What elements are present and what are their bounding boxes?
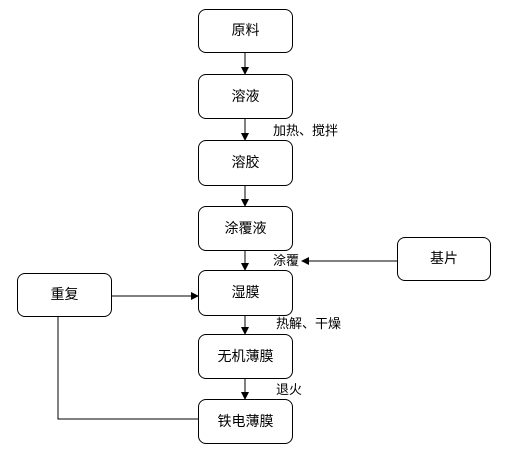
edge-label-coat: 涂覆	[273, 254, 300, 269]
node-sol: 溶胶	[198, 140, 293, 186]
node-repeat: 重复	[17, 273, 112, 317]
loop-ferroelectric-to-repeat	[57, 317, 198, 420]
node-ferroelectric-film: 铁电薄膜	[198, 399, 293, 444]
node-inorganic-film-label: 无机薄膜	[217, 348, 274, 365]
node-coating-liquid-label: 涂覆液	[224, 220, 267, 237]
node-substrate-label: 基片	[430, 251, 458, 267]
node-substrate: 基片	[397, 237, 491, 281]
edge-label-anneal: 退火	[276, 383, 303, 398]
node-coating-liquid: 涂覆液	[198, 206, 293, 251]
node-sol-label: 溶胶	[231, 155, 260, 171]
node-wet-film: 湿膜	[198, 270, 293, 316]
node-solution: 溶液	[198, 74, 293, 119]
node-wet-film-label: 湿膜	[231, 285, 260, 301]
edge-label-pyrolysis-dry: 热解、干燥	[276, 317, 342, 332]
node-solution-label: 溶液	[231, 88, 260, 105]
node-inorganic-film: 无机薄膜	[198, 334, 293, 379]
node-raw-material: 原料	[198, 9, 293, 53]
node-repeat-label: 重复	[50, 287, 79, 303]
node-raw-material-label: 原料	[231, 23, 260, 39]
node-ferroelectric-film-label: 铁电薄膜	[217, 413, 274, 430]
edge-label-heat-stir: 加热、搅拌	[273, 124, 339, 139]
